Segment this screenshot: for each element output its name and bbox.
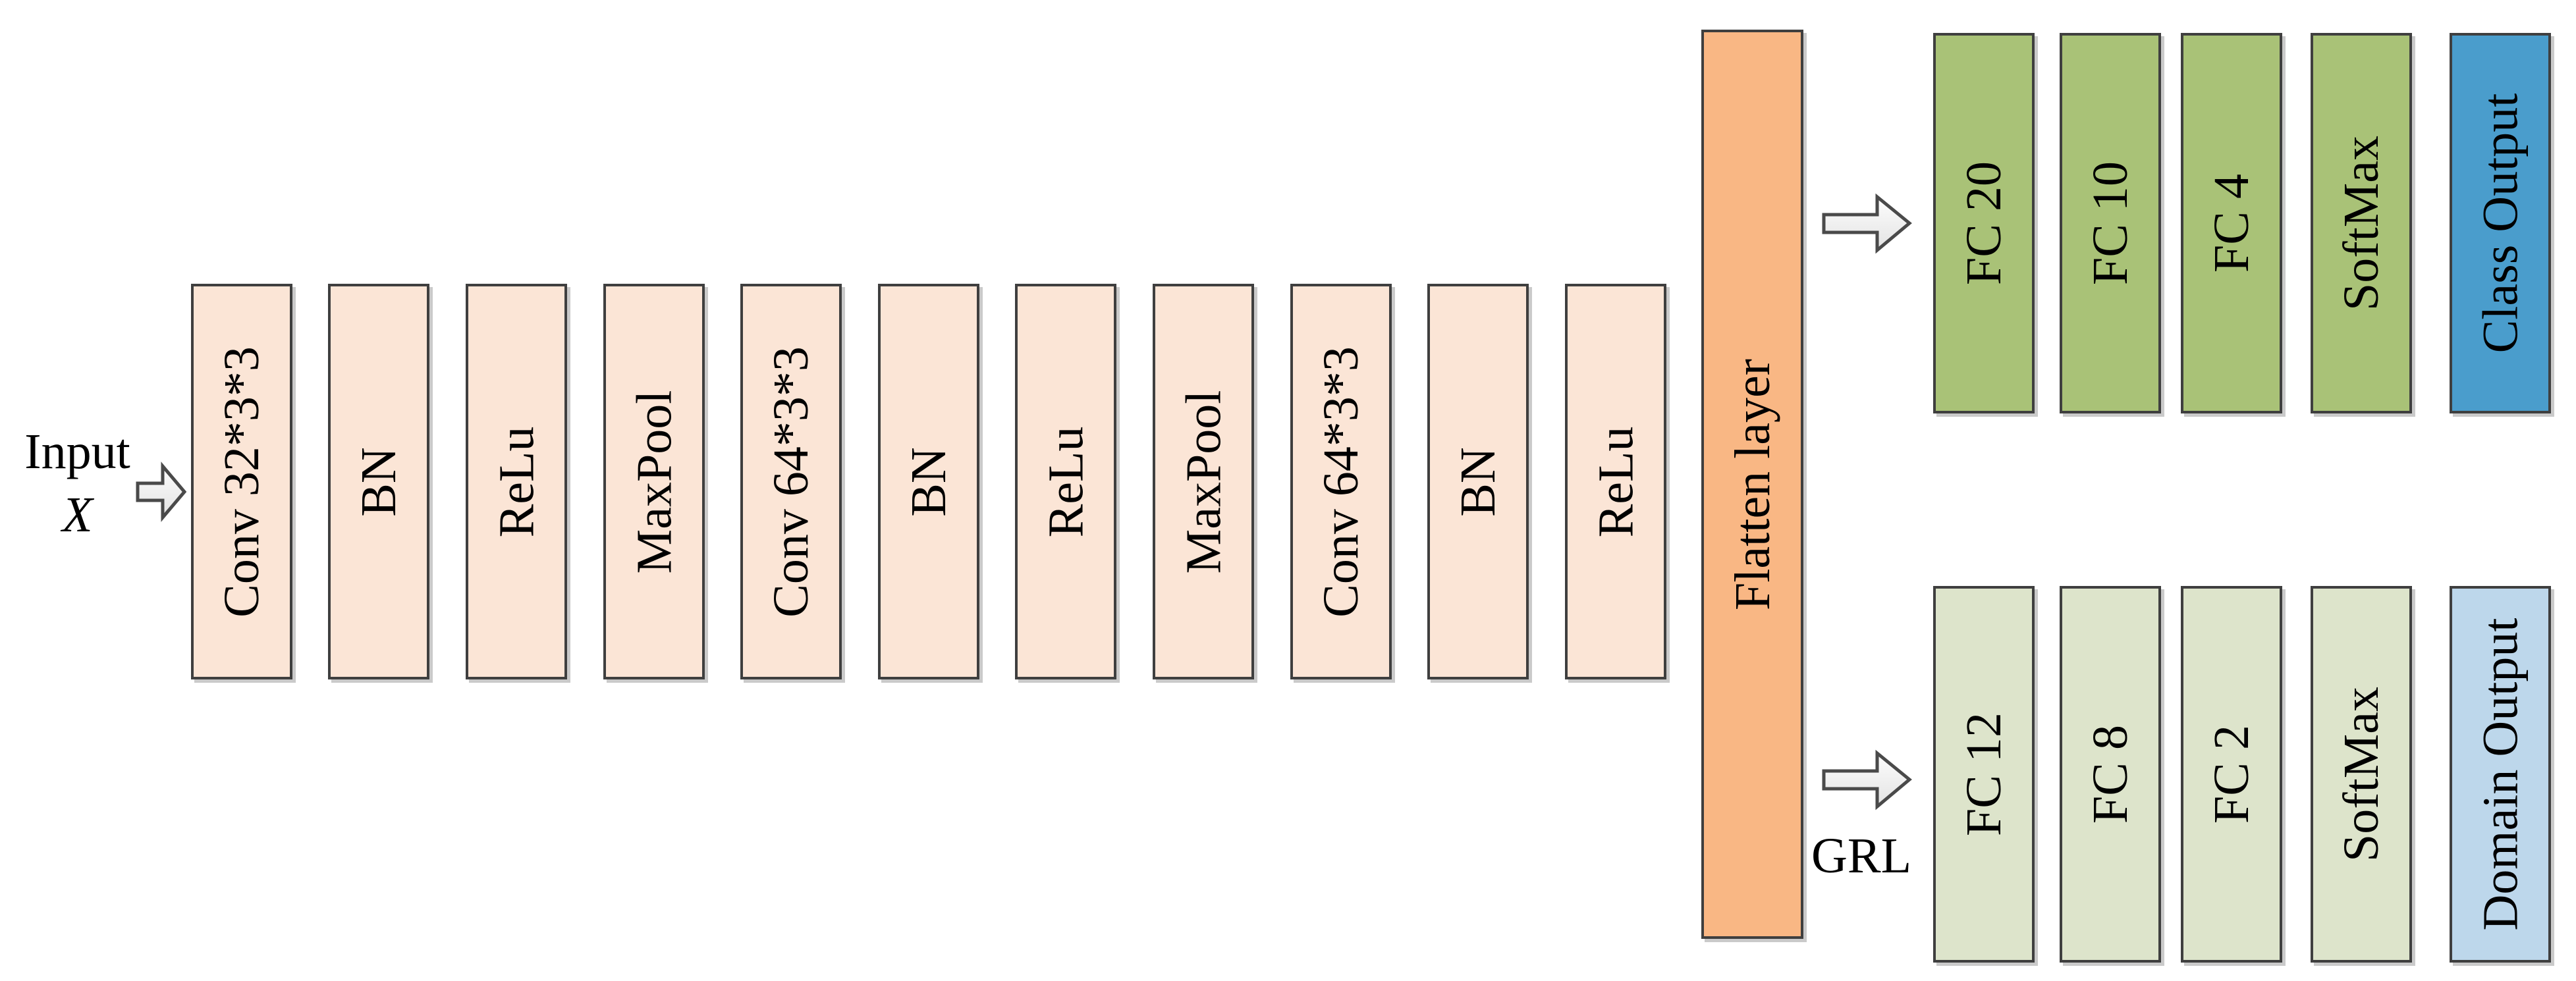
layer-label: SoftMax — [2334, 687, 2389, 862]
box-bn-1: BN — [328, 284, 429, 679]
box-bn-2: BN — [878, 284, 979, 679]
layer-label: FC 20 — [1956, 161, 2012, 285]
box-domain-output: Domain Output — [2450, 586, 2551, 963]
box-fc-20: FC 20 — [1933, 33, 2035, 413]
layer-label: BN — [350, 446, 406, 517]
box-conv-64-1: Conv 64*3*3 — [740, 284, 842, 679]
box-fc-2: FC 2 — [2181, 586, 2282, 963]
input-label: Input X — [7, 420, 148, 546]
layer-label: MaxPool — [626, 390, 682, 573]
layer-label: SoftMax — [2334, 136, 2389, 311]
grl-label: GRL — [1811, 828, 1911, 884]
layer-label: FC 8 — [2083, 725, 2138, 824]
layer-label: Domain Output — [2473, 618, 2528, 931]
input-arrow-icon — [136, 462, 187, 522]
layer-label: FC 12 — [1956, 712, 2012, 836]
box-softmax-domain: SoftMax — [2311, 586, 2412, 963]
box-relu-1: ReLu — [466, 284, 567, 679]
layer-label: Class Output — [2473, 93, 2528, 354]
box-relu-3: ReLu — [1565, 284, 1666, 679]
input-label-text: Input — [24, 424, 130, 479]
box-flatten-layer: Flatten layer — [1701, 30, 1803, 939]
input-variable-x: X — [62, 487, 93, 543]
box-fc-10: FC 10 — [2060, 33, 2161, 413]
layer-label: BN — [1450, 446, 1506, 517]
box-fc-8: FC 8 — [2060, 586, 2161, 963]
box-softmax-class: SoftMax — [2311, 33, 2412, 413]
box-conv-64-2: Conv 64*3*3 — [1290, 284, 1392, 679]
layer-label: ReLu — [489, 426, 545, 537]
layer-label: Conv 32*3*3 — [214, 346, 270, 618]
layer-label: FC 4 — [2204, 174, 2259, 273]
layer-label: ReLu — [1038, 426, 1094, 537]
box-conv-32x3x3: Conv 32*3*3 — [191, 284, 292, 679]
class-branch-arrow-icon — [1822, 193, 1912, 254]
box-maxpool-2: MaxPool — [1153, 284, 1254, 679]
box-bn-3: BN — [1427, 284, 1529, 679]
layer-label: FC 2 — [2204, 725, 2259, 824]
layer-label: FC 10 — [2083, 161, 2138, 285]
layer-label: Conv 64*3*3 — [1313, 346, 1369, 618]
layer-label: Conv 64*3*3 — [763, 346, 819, 618]
box-class-output: Class Output — [2450, 33, 2551, 413]
layer-label: MaxPool — [1176, 390, 1232, 573]
box-fc-4: FC 4 — [2181, 33, 2282, 413]
layer-label: Flatten layer — [1724, 358, 1780, 610]
box-maxpool-1: MaxPool — [603, 284, 705, 679]
domain-branch-arrow-icon — [1822, 749, 1912, 810]
layer-label: ReLu — [1588, 426, 1644, 537]
box-fc-12: FC 12 — [1933, 586, 2035, 963]
layer-label: BN — [900, 446, 956, 517]
box-relu-2: ReLu — [1015, 284, 1116, 679]
